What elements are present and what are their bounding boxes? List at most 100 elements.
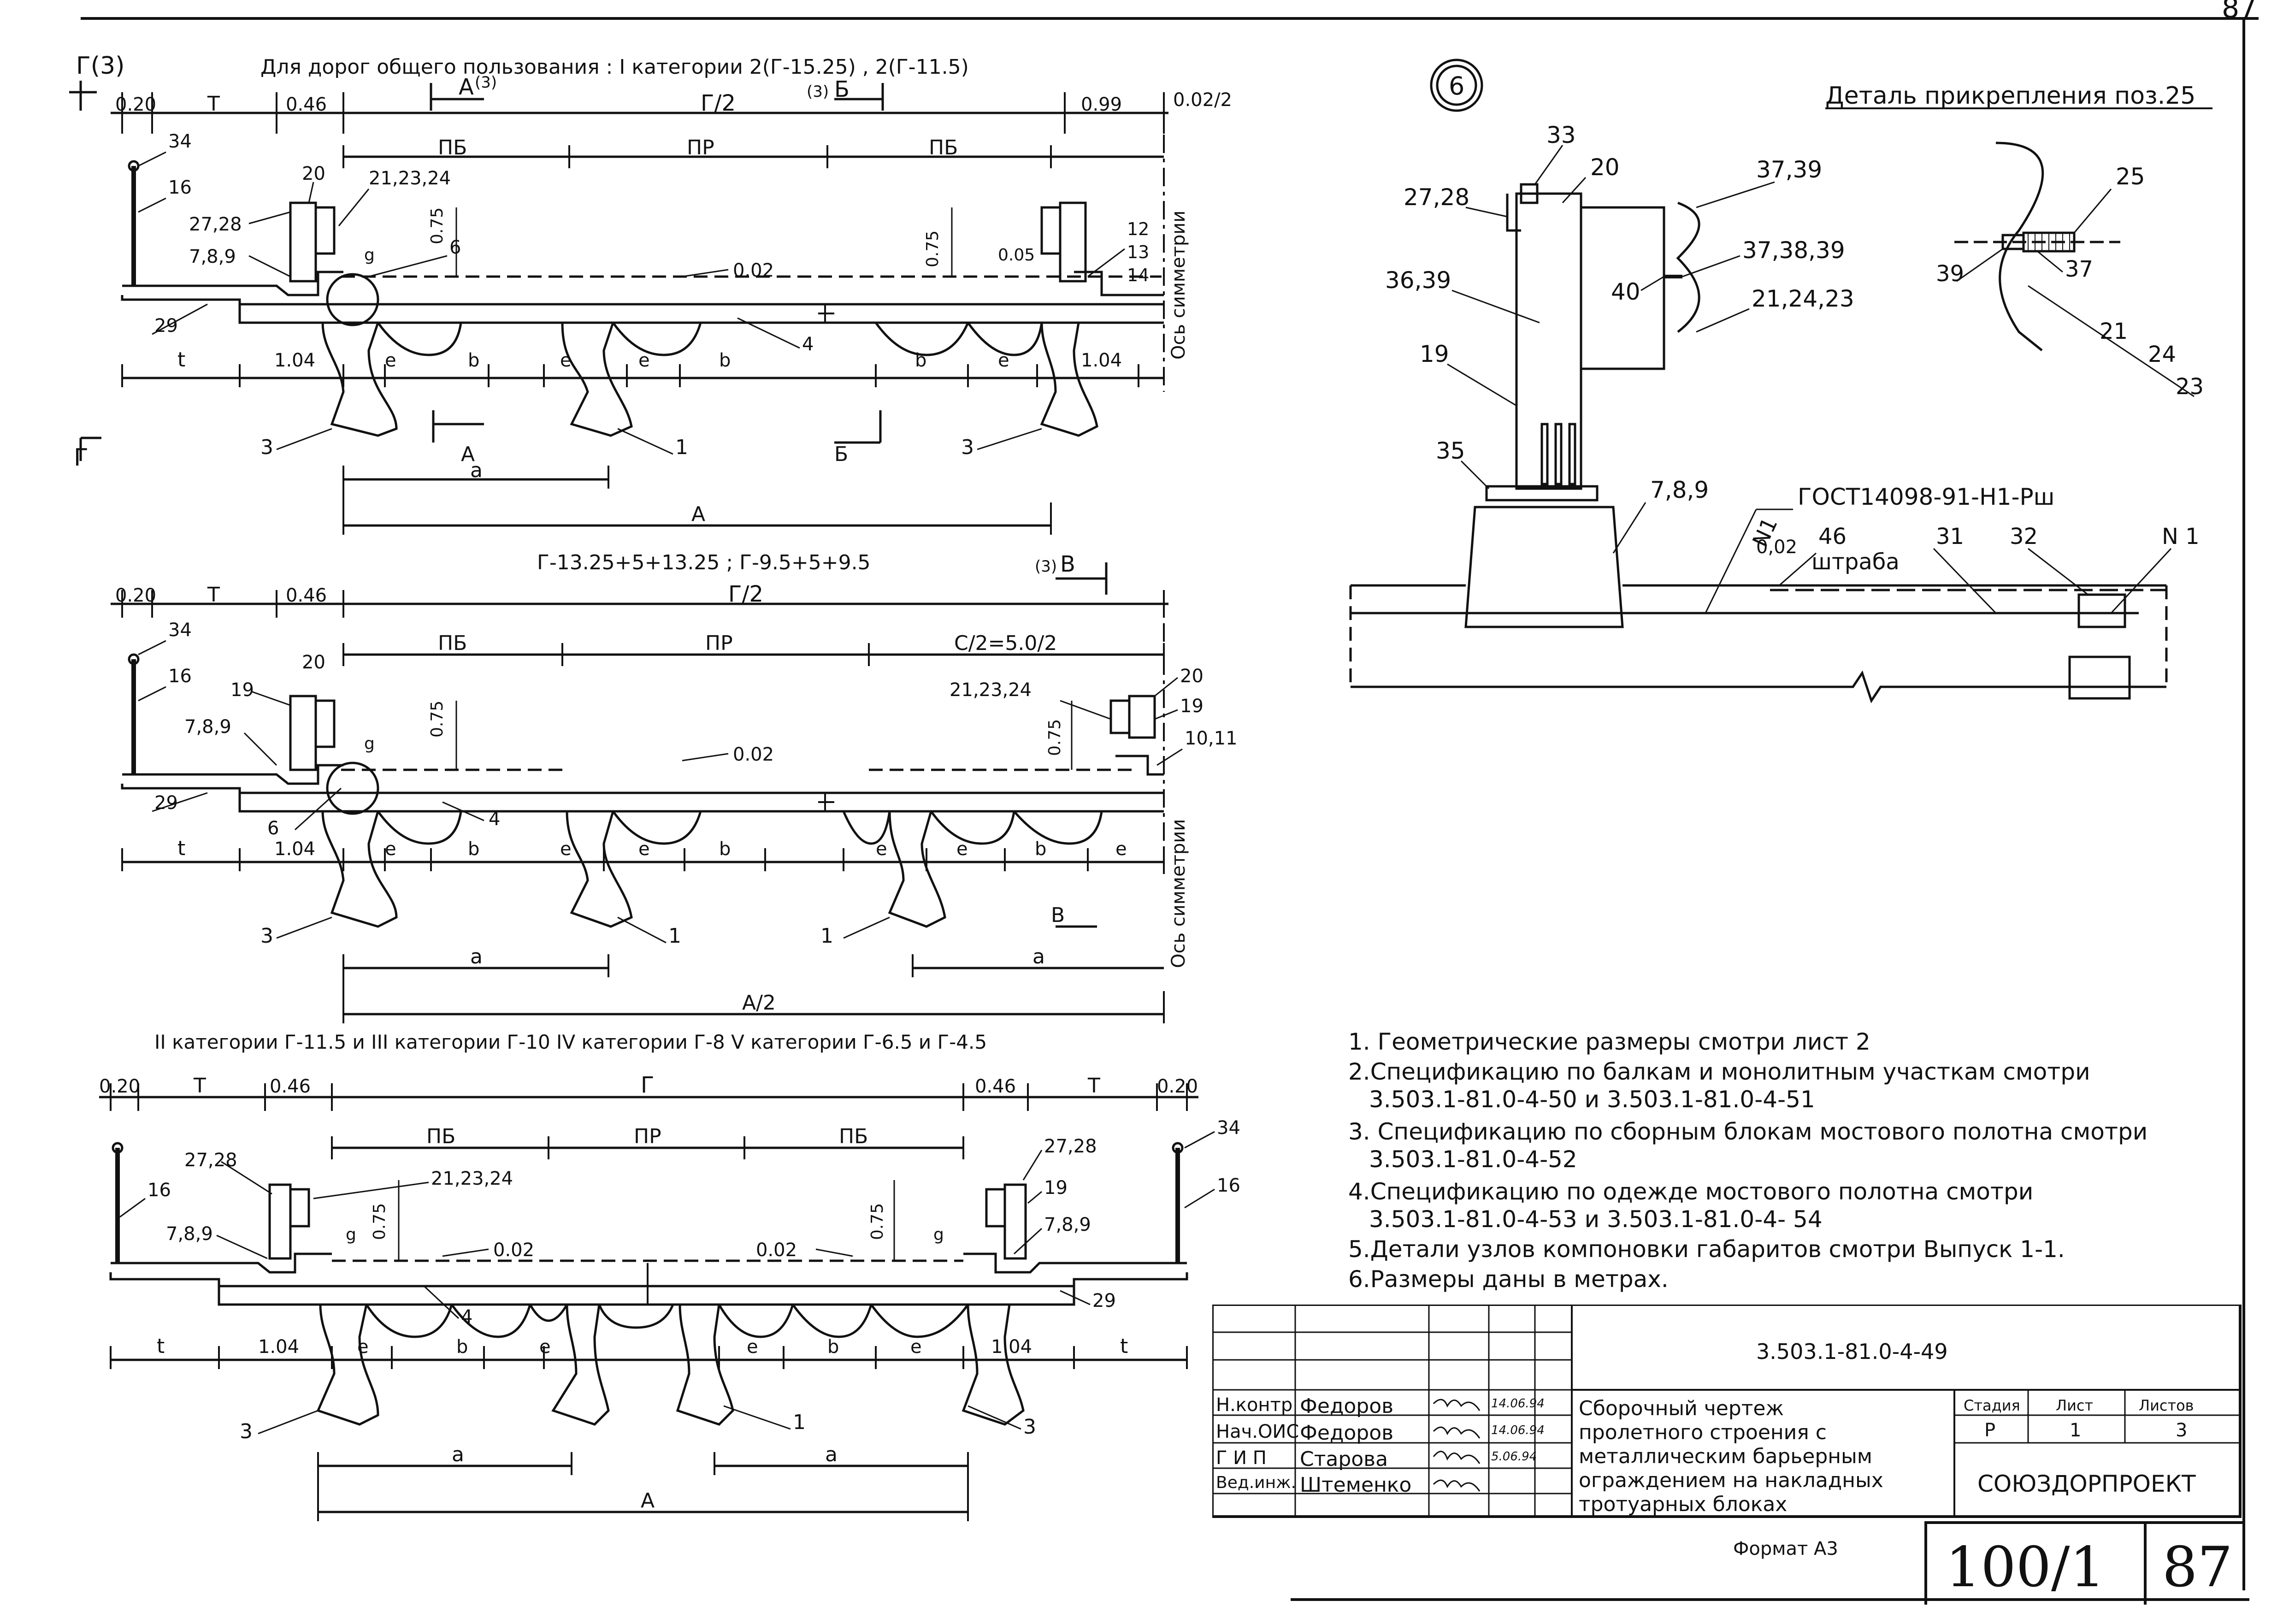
lbl3-4: 4 [461, 1306, 472, 1328]
lbl-27-28: 27,28 [189, 214, 242, 235]
sheet-value: 1 [2070, 1420, 2082, 1441]
dim-t: t [177, 348, 185, 372]
dim2-e-2: e [560, 839, 572, 860]
cut-a-bottom: А [461, 443, 475, 466]
dim2-b-2: b [719, 839, 731, 860]
dim-b-1: b [468, 350, 479, 371]
d6-lbl-27-28: 27,28 [1404, 184, 1469, 211]
cut-a-top-sup: (3) [475, 73, 497, 92]
h2-075-r: 0.75 [1045, 719, 1064, 756]
slope3-002-r: 0.02 [756, 1240, 797, 1261]
dim3-g: Г [641, 1072, 654, 1098]
doc-code: 3.503.1-81.0-4-49 [1756, 1339, 1948, 1364]
detail-6-number: 6 [1449, 71, 1464, 100]
h-075-l: 0.75 [428, 207, 447, 244]
dim3-a-2: a [825, 1443, 838, 1466]
dim-b-2: b [719, 350, 731, 371]
dim2-e-3: e [638, 839, 650, 860]
sheets-head: Листов [2139, 1397, 2194, 1414]
date-2: 14.06.94 [1491, 1423, 1545, 1437]
dim3-046-r: 0.46 [975, 1076, 1016, 1097]
album-divider [2144, 1524, 2147, 1605]
dim-T: Т [207, 92, 220, 116]
dim3-104-r: 1.04 [991, 1336, 1032, 1358]
small-005: 0.05 [998, 246, 1035, 265]
d6-lbl-21-24-23: 21,24,23 [1752, 285, 1854, 312]
lane3-pr: ПР [634, 1125, 661, 1148]
page-number: 87 [2162, 1535, 2233, 1600]
h3-075-r: 0.75 [868, 1203, 887, 1240]
detail-25-title: Деталь прикрепления поз.25 [1825, 82, 2195, 110]
lbl2-16: 16 [168, 666, 192, 687]
dim3-T-r: Т [1087, 1074, 1100, 1098]
small3-g-l: g [346, 1225, 356, 1244]
cut-v: В [1060, 551, 1075, 577]
small-g: g [364, 246, 375, 265]
dim3-t-l: t [157, 1335, 165, 1358]
role-ved-inzh: Вед.инж. [1216, 1473, 1296, 1492]
dim-099: 0.99 [1081, 94, 1122, 115]
lbl-14: 14 [1127, 265, 1149, 285]
lbl-1: 1 [675, 436, 688, 459]
dim3-b-1: b [456, 1336, 468, 1358]
name-fedorov-2: Федоров [1300, 1421, 1394, 1445]
lbl2-1-b: 1 [820, 924, 833, 948]
dim3-A: A [641, 1489, 655, 1512]
date-1: 14.06.94 [1491, 1397, 1545, 1411]
slope2-002: 0.02 [733, 744, 774, 765]
lbl3-1: 1 [793, 1411, 806, 1434]
format-label: Формат А3 [1733, 1538, 1838, 1559]
dim-a: a [470, 459, 483, 482]
d6-lbl-36-39: 36,39 [1385, 267, 1451, 294]
lbl3-34: 34 [1217, 1117, 1240, 1139]
dim2-046: 0.46 [286, 585, 327, 606]
dim2-e-4: e [876, 839, 887, 860]
lbl-7-8-9: 7,8,9 [189, 246, 236, 267]
note-2: 2.Спецификацию по балкам и монолитным уч… [1348, 1058, 2090, 1085]
dim3-104-l: 1.04 [258, 1336, 299, 1358]
desc-line-5: тротуарных блоках [1579, 1493, 1788, 1516]
section-3-title: II категории Г-11.5 и III категории Г-10… [154, 1031, 987, 1053]
dim-046: 0.46 [286, 94, 327, 115]
lbl-21-23-24: 21,23,24 [369, 168, 451, 189]
dim3-b-2: b [827, 1336, 839, 1358]
section-2-title: Г-13.25+5+13.25 ; Г-9.5+5+9.5 [537, 551, 871, 574]
d25-lbl-25: 25 [2116, 163, 2145, 190]
lbl-6: 6 [449, 237, 461, 258]
lbl3-16-r: 16 [1217, 1175, 1240, 1196]
lbl-20: 20 [302, 163, 325, 184]
dim2-e-6: e [1115, 839, 1127, 860]
d6-lbl-002: 0,02 [1756, 537, 1797, 558]
dim-e-3: e [638, 350, 650, 371]
d6-lbl-shtraba: штраба [1811, 549, 1900, 575]
d6-lbl-37-38-39: 37,38,39 [1742, 237, 1845, 264]
dim2-g2: Г/2 [728, 581, 763, 607]
role-n-kontr: Н.контр [1216, 1394, 1293, 1416]
dim3-a-1: a [452, 1443, 464, 1466]
org-name: СОЮЗДОРПРОЕКТ [1977, 1470, 2196, 1497]
note-1: 1. Геометрические размеры смотри лист 2 [1348, 1028, 1870, 1055]
cut-b-top: Б [834, 77, 850, 102]
title-block-text: 3.503.1-81.0-4-49 Н.контр Нач.ОИС Г И П … [1212, 1305, 2245, 1544]
lane2-pb: ПБ [438, 632, 467, 655]
dim2-020: 0.20 [115, 585, 156, 606]
lbl3-29: 29 [1092, 1290, 1116, 1311]
cut-g-top: Г(3) [76, 52, 124, 80]
note-4-ref: 3.503.1-81.0-4-53 и 3.503.1-81.0-4- 54 [1369, 1206, 1823, 1233]
lbl3-7-8-9-r: 7,8,9 [1044, 1214, 1091, 1235]
role-nach-ois: Нач.ОИС [1216, 1421, 1299, 1442]
dim3-e-3: e [747, 1336, 758, 1358]
section-1: Для дорог общего пользования : I категор… [69, 52, 1232, 535]
d6-lbl-37-39: 37,39 [1756, 156, 1822, 183]
d6-lbl-7-8-9: 7,8,9 [1650, 477, 1709, 503]
note-2-ref: 3.503.1-81.0-4-50 и 3.503.1-81.0-4-51 [1369, 1086, 1815, 1113]
lbl2-6: 6 [267, 818, 279, 839]
section-1-title: Для дорог общего пользования : I категор… [260, 55, 969, 79]
slope-002: 0.02 [733, 260, 774, 281]
note-3-ref: 3.503.1-81.0-4-52 [1369, 1146, 1577, 1173]
cut-b-bottom: Б [834, 443, 848, 466]
dim-b-3: b [915, 350, 926, 371]
d6-lbl-33: 33 [1546, 122, 1576, 148]
lbl3-27-28-r: 27,28 [1044, 1136, 1097, 1157]
